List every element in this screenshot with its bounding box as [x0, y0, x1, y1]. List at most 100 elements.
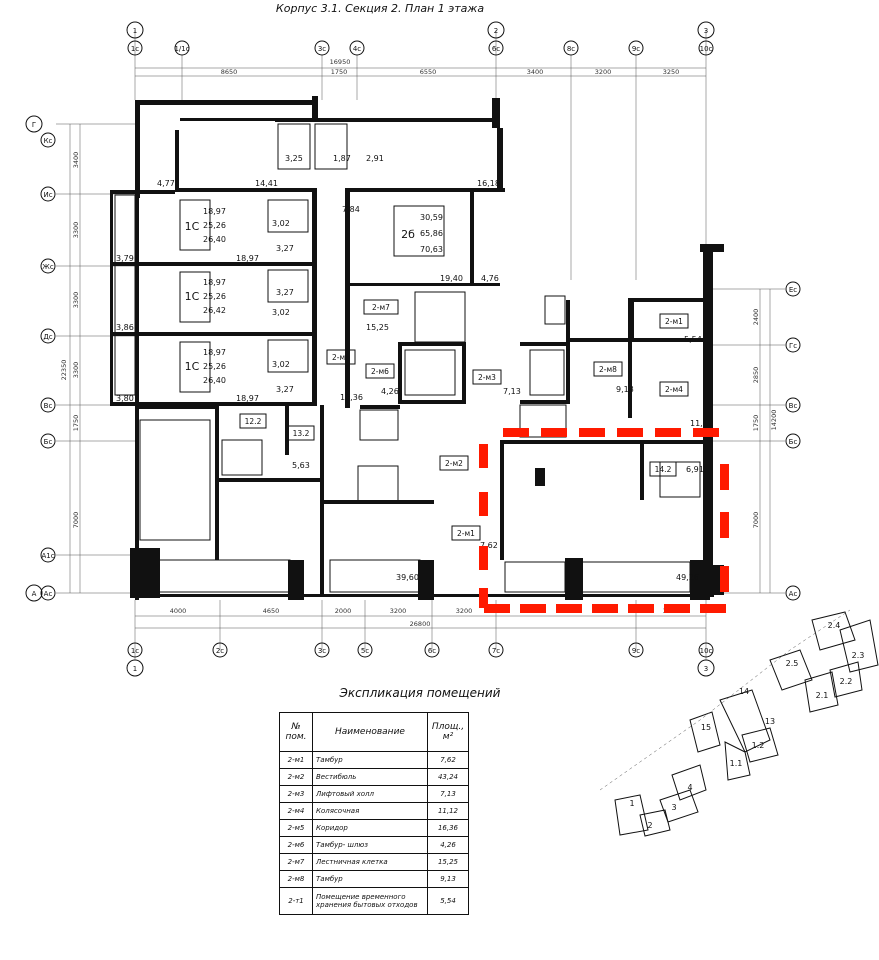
- legend-name: Помещение временного хранения бытовых от…: [312, 887, 428, 915]
- axis-top-label: 4с: [353, 45, 361, 53]
- axis-right-label: Ес: [789, 286, 797, 294]
- legend-area: 43,24: [427, 768, 469, 786]
- legend-name: Вестибюль: [312, 768, 428, 786]
- axis-left-label: Ас: [44, 590, 53, 598]
- room-label: 2-м1: [457, 529, 475, 538]
- area-numbers: 3,25 1,87 2,91 4,77 14,41 16,18 7,84 3,0…: [116, 154, 713, 582]
- area-value: 3,86: [116, 323, 134, 332]
- legend-name: Тамбур: [312, 870, 428, 888]
- highlight-dash: [503, 428, 529, 437]
- key-plan-label: 2.2: [840, 677, 853, 686]
- key-plan-label: 1.1: [730, 759, 743, 768]
- key-plan-label: 2.1: [816, 691, 829, 700]
- legend-num: 2-м7: [279, 853, 313, 871]
- key-plan-label: 2.3: [852, 651, 865, 660]
- unit-label: 14.2: [655, 465, 672, 474]
- axis-bottom-circle-label: 3: [704, 665, 708, 673]
- plan-title: Корпус 3.1. Секция 2. План 1 этажа: [276, 2, 484, 15]
- axis-right-label: Гс: [789, 342, 797, 350]
- area-value: 1,87: [333, 154, 351, 163]
- dim-top: 1750: [331, 68, 348, 76]
- axis-left-label: Кс: [44, 137, 53, 145]
- legend-name: Тамбур- шлюз: [312, 836, 428, 854]
- highlight-dash: [655, 428, 681, 437]
- dim-top: 3400: [527, 68, 544, 76]
- dim-bottom: 4650: [263, 607, 280, 615]
- axis-right-label: Бс: [789, 438, 798, 446]
- area-value: 7,62: [480, 541, 498, 550]
- dim-top: 3250: [663, 68, 680, 76]
- legend-num: 2-м8: [279, 870, 313, 888]
- apartment-type: 1С: [185, 290, 200, 303]
- area-value: 4,26: [381, 387, 399, 396]
- area-value: 6,91: [686, 465, 704, 474]
- area-value: 4,77: [157, 179, 175, 188]
- axis-left-label: Ис: [43, 191, 52, 199]
- key-plan-label: 14: [739, 687, 749, 696]
- left-axes: Г Кс Ис Жс Дс Вс Бс А1с А Ас 3400 3300 3…: [25, 115, 135, 602]
- dim-left: 3300: [72, 222, 80, 239]
- area-value: 14,41: [255, 179, 278, 188]
- legend-header-row: № пом. Наименование Площ., м²: [279, 712, 469, 752]
- legend-area: 4,26: [427, 836, 469, 854]
- axis-top-label: 9с: [632, 45, 640, 53]
- apartment-area: 18,97: [203, 207, 226, 216]
- apartment-area: 18,97: [203, 348, 226, 357]
- axis-bottom-label: 2с: [216, 647, 224, 655]
- axis-left-label: Бс: [44, 438, 53, 446]
- axis-bottom-label: 3с: [318, 647, 326, 655]
- area-value: 4,76: [481, 274, 499, 283]
- highlight-dash: [484, 604, 510, 613]
- dim-bottom: 2000: [335, 607, 352, 615]
- room-labels: 2-м7 2-м5 2-м6 2-м3 2-м8 2-м1 2-м4 2-м2 …: [239, 299, 689, 541]
- axis-top-label: 3с: [318, 45, 326, 53]
- apartment-area: 26,40: [203, 235, 226, 244]
- dim-right-total: 14200: [770, 410, 778, 431]
- area-value: 18,97: [236, 254, 259, 263]
- legend-area: 5,54: [427, 887, 469, 915]
- axis-right-label: Вс: [789, 402, 798, 410]
- apartment-area: 18,97: [203, 278, 226, 287]
- apartment-area: 26,40: [203, 376, 226, 385]
- dim-top-total: 16950: [330, 58, 351, 66]
- area-value: 3,79: [116, 254, 134, 263]
- bottom-axes: 4000 4650 2000 3200 3200 6500 3250 26800…: [126, 600, 715, 677]
- area-value: 18,97: [236, 394, 259, 403]
- legend-header-num: № пом.: [279, 712, 313, 752]
- area-value: 3,27: [276, 288, 294, 297]
- highlight-dash: [479, 492, 488, 516]
- key-plan: 1 2 3 4 1.1 1.2 13 14 15 2.1 2.2 2.3 2.4…: [599, 609, 879, 837]
- axis-top-circle-label: 2: [494, 27, 498, 35]
- axis-right-label: Ас: [789, 590, 798, 598]
- axis-left-label: А: [32, 590, 37, 598]
- legend-area: 15,25: [427, 853, 469, 871]
- legend-header-area: Площ., м²: [427, 712, 469, 752]
- key-plan-label: 15: [701, 723, 711, 732]
- axis-bottom-label: 10с: [700, 647, 713, 655]
- dim-bottom: 4000: [170, 607, 187, 615]
- highlight-dash: [628, 604, 654, 613]
- axis-top-label: 6с: [492, 45, 500, 53]
- area-value: 49,26: [676, 573, 699, 582]
- area-value: 5,63: [292, 461, 310, 470]
- apartment-2: 1С 18,97 25,26 26,42: [185, 278, 226, 315]
- legend-name: Лестничная клетка: [312, 853, 428, 871]
- highlight-dash: [720, 566, 729, 592]
- axis-top-label: 1с: [131, 45, 139, 53]
- highlight-dash: [579, 428, 605, 437]
- room-label: 2-м7: [372, 303, 390, 312]
- legend-num: 2-м2: [279, 768, 313, 786]
- axis-left-label: Вс: [44, 402, 53, 410]
- dim-right: 2850: [752, 367, 760, 384]
- apartment-area: 70,63: [420, 245, 443, 254]
- key-plan-label: 4: [687, 783, 692, 792]
- legend-area: 9,13: [427, 870, 469, 888]
- dim-top: 6550: [420, 68, 437, 76]
- dim-right: 2400: [752, 309, 760, 326]
